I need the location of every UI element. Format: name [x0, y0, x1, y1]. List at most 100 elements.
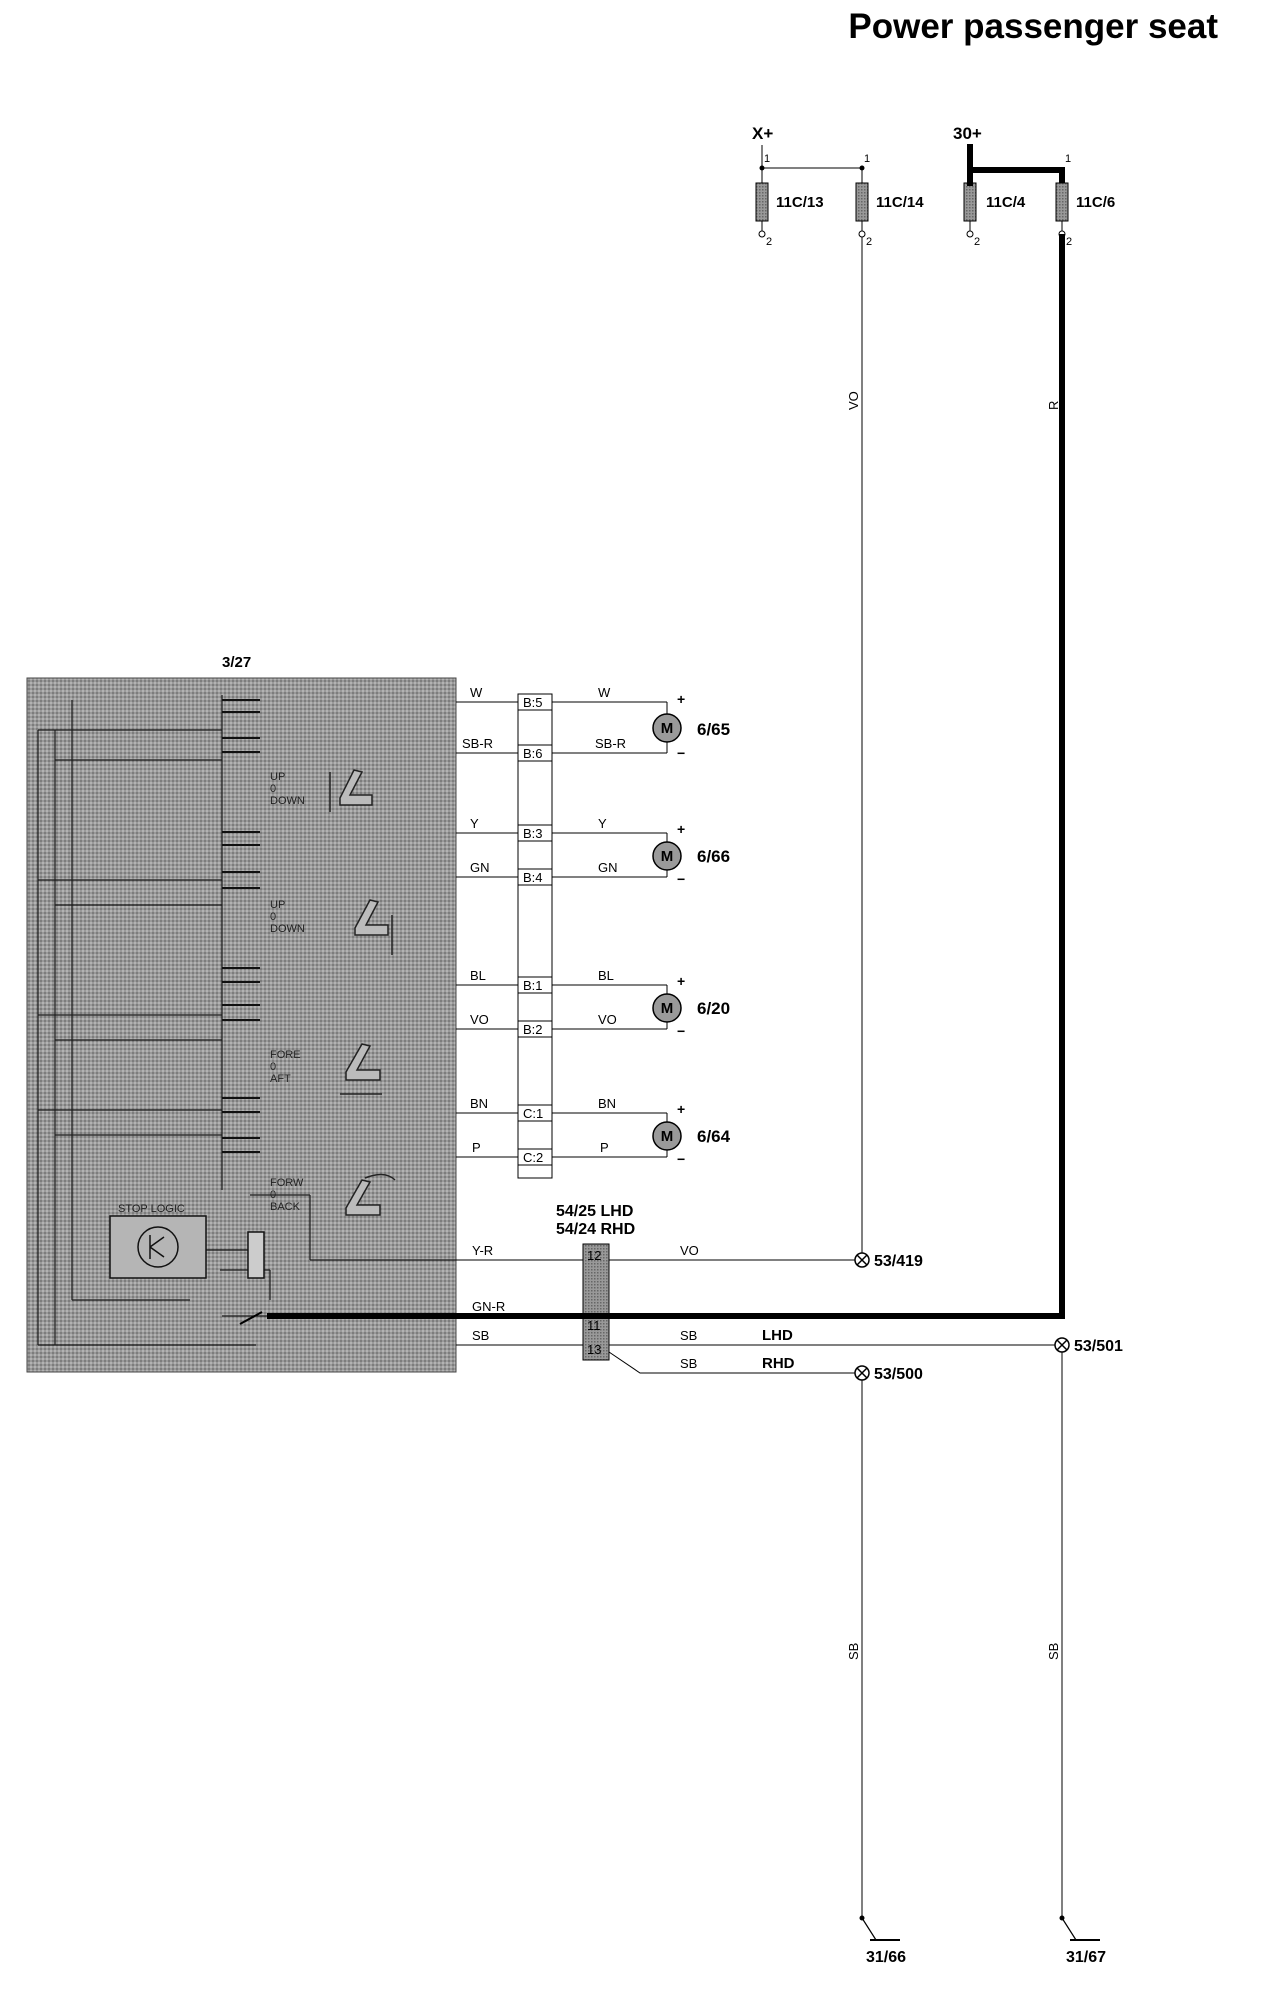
svg-text:31/66: 31/66	[866, 1949, 906, 1966]
connector-pin-12: 12	[587, 1248, 601, 1263]
wire-color-sb-r-right: SB-R	[595, 736, 626, 751]
seat-control-module	[26, 677, 457, 1373]
connector-54	[582, 1243, 610, 1361]
relay-switch	[239, 1311, 263, 1325]
svg-text:M: M	[661, 720, 674, 737]
svg-text:31/67: 31/67	[1066, 1949, 1106, 1966]
wire-color-gn-right: GN	[598, 860, 618, 875]
wire-label-vo-lower: VO	[680, 1243, 699, 1258]
svg-text:BACK: BACK	[270, 1201, 301, 1213]
pin-b4: B:4	[523, 870, 543, 885]
connector-label-rhd: 54/24 RHD	[556, 1221, 635, 1238]
svg-text:2: 2	[866, 236, 872, 248]
wire-label-sb: SB	[472, 1328, 489, 1343]
svg-text:FORW: FORW	[270, 1177, 304, 1189]
switch-labels-2: UP 0 DOWN	[270, 899, 305, 935]
svg-text:UP: UP	[270, 899, 285, 911]
svg-text:2: 2	[974, 236, 980, 248]
fuse-11c-14: 1 2 11C/14	[855, 153, 924, 248]
svg-text:0: 0	[270, 783, 276, 795]
wire-color-sb-r-left: SB-R	[462, 736, 493, 751]
ground-wire-label-1: SB	[846, 1643, 861, 1660]
module-id-label: 3/27	[222, 654, 251, 671]
svg-text:−: −	[677, 1023, 685, 1039]
svg-text:2: 2	[766, 236, 772, 248]
motor-6-65-label: 6/65	[697, 720, 730, 739]
svg-text:M: M	[661, 1128, 674, 1145]
switch-contacts	[222, 699, 260, 1153]
switch-labels-3: FORE 0 AFT	[270, 1049, 301, 1085]
connector-label-lhd: 54/25 LHD	[556, 1203, 633, 1220]
stop-logic-transistor	[137, 1226, 179, 1268]
pin-b2: B:2	[523, 1022, 543, 1037]
pin-b5: B:5	[523, 695, 543, 710]
svg-text:0: 0	[270, 911, 276, 923]
motor-6-20-circuit: BL VO B:1 B:2 BL VO M + − 6/20	[456, 968, 730, 1039]
pin-b1: B:1	[523, 978, 543, 993]
splice-53-419: 53/419	[854, 1252, 923, 1270]
svg-text:+: +	[677, 973, 685, 989]
svg-text:11C/13: 11C/13	[776, 194, 824, 211]
motor-6-64-label: 6/64	[697, 1127, 731, 1146]
wire-color-p-left: P	[472, 1140, 481, 1155]
stop-logic-label: STOP LOGIC	[118, 1203, 185, 1215]
wire-sb-rhd	[608, 1351, 855, 1374]
motor-6-66-circuit: Y GN B:3 B:4 Y GN M + − 6/66	[456, 816, 730, 887]
page-title: Power passenger seat	[848, 7, 1218, 46]
svg-text:53/500: 53/500	[874, 1366, 923, 1383]
wire-label-y-r: Y-R	[472, 1243, 493, 1258]
splice-53-500: 53/500	[854, 1365, 923, 1383]
svg-text:−: −	[677, 745, 685, 761]
svg-text:11C/6: 11C/6	[1076, 194, 1115, 211]
svg-text:UP: UP	[270, 771, 285, 783]
svg-text:M: M	[661, 848, 674, 865]
svg-text:M: M	[661, 1000, 674, 1017]
pin-b3: B:3	[523, 826, 543, 841]
module-internal-wiring	[37, 695, 456, 1346]
svg-text:0: 0	[270, 1189, 276, 1201]
svg-text:11C/4: 11C/4	[986, 194, 1026, 211]
wire-color-y-left: Y	[470, 816, 479, 831]
seat-slide-icon	[340, 1043, 382, 1095]
svg-text:0: 0	[270, 1061, 276, 1073]
svg-text:1: 1	[764, 153, 770, 165]
seat-backrest-icon	[345, 1173, 396, 1216]
svg-text:+: +	[677, 691, 685, 707]
svg-text:−: −	[677, 1151, 685, 1167]
svg-text:2: 2	[1066, 236, 1072, 248]
svg-text:AFT: AFT	[270, 1073, 291, 1085]
wire-label-sb-lhd: SB	[680, 1328, 697, 1343]
svg-text:53/501: 53/501	[1074, 1338, 1123, 1355]
wire-color-w-right: W	[598, 685, 611, 700]
supply-x-plus-label: X+	[752, 124, 773, 143]
svg-text:DOWN: DOWN	[270, 795, 305, 807]
wire-color-vo-left: VO	[470, 1012, 489, 1027]
pin-b6: B:6	[523, 746, 543, 761]
motor-6-20-symbol	[652, 993, 682, 1023]
motor-6-64-symbol	[652, 1121, 682, 1151]
seat-height-icon	[329, 769, 373, 812]
wire-color-bn-left: BN	[470, 1096, 488, 1111]
svg-text:1: 1	[864, 153, 870, 165]
switch-labels-1: UP 0 DOWN	[270, 771, 305, 807]
wire-label-vo: VO	[846, 391, 861, 410]
connector-pin-11: 11	[587, 1318, 601, 1333]
svg-text:53/419: 53/419	[874, 1253, 923, 1270]
motor-6-66-symbol	[652, 841, 682, 871]
wire-label-sb-rhd: SB	[680, 1356, 697, 1371]
ground-31-67: 31/67	[1059, 1915, 1106, 1966]
svg-text:DOWN: DOWN	[270, 923, 305, 935]
connector-pin-13: 13	[587, 1342, 601, 1357]
ground-wire-label-2: SB	[1046, 1643, 1061, 1660]
motor-6-20-label: 6/20	[697, 999, 730, 1018]
stop-logic-box	[109, 1215, 207, 1279]
fuse-11c-13: 1 2 11C/13	[755, 153, 824, 248]
seat-tilt-icon	[354, 899, 393, 955]
splice-53-501: 53/501	[1054, 1337, 1123, 1355]
svg-text:+: +	[677, 821, 685, 837]
ground-31-66: 31/66	[859, 1915, 906, 1966]
wire-color-w-left: W	[470, 685, 483, 700]
stop-logic-relay	[247, 1231, 265, 1279]
supply-30-plus-label: 30+	[953, 124, 982, 143]
